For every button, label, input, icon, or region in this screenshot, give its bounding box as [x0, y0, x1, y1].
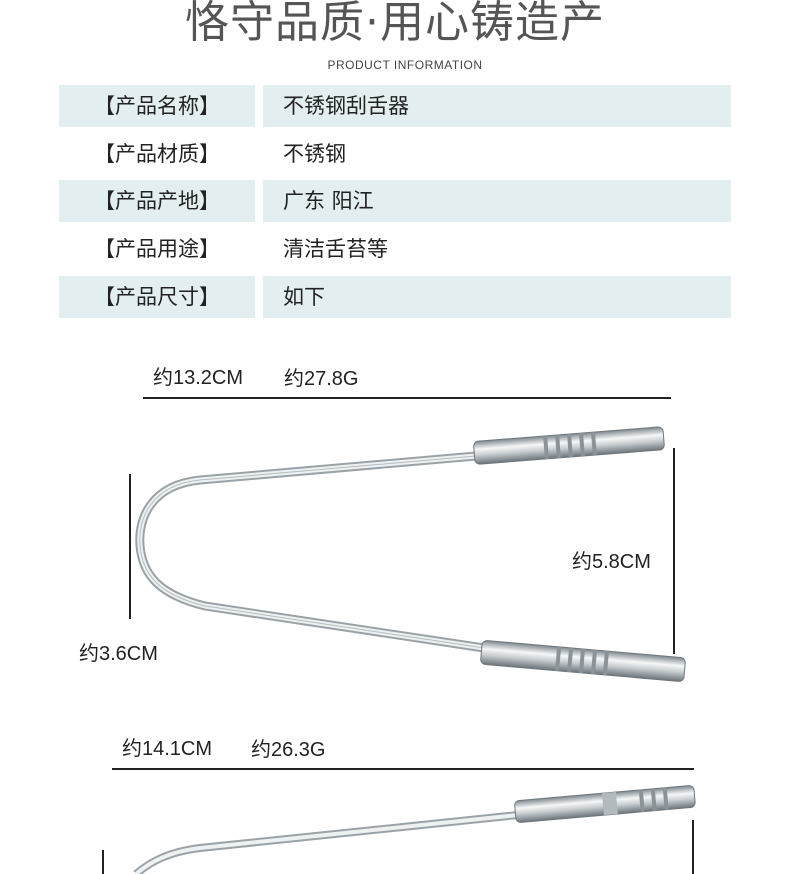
tongue-scraper-image-2 [133, 785, 696, 874]
product1-length-label: 约13.2CM [153, 367, 244, 389]
spec-value: 清洁舌苔等 [283, 237, 388, 261]
spec-label: 【产品尺寸】 [59, 276, 255, 318]
product1-height-label: 约5.8CM [572, 551, 651, 573]
spec-value: 如下 [263, 276, 731, 318]
spec-value: 不锈钢刮舌器 [263, 85, 731, 127]
page-subtitle: PRODUCT INFORMATION [327, 58, 483, 72]
spec-label: 【产品名称】 [59, 85, 255, 127]
product2-width-line [102, 850, 104, 874]
product1-width-line [129, 474, 131, 619]
spec-label: 【产品产地】 [59, 180, 255, 222]
spec-label: 【产品材质】 [94, 142, 220, 166]
spec-row-usage: 【产品用途】 清洁舌苔等 [59, 228, 731, 270]
spec-row-name: 【产品名称】 不锈钢刮舌器 [59, 85, 731, 127]
product1-weight-label: 约27.8G [284, 368, 359, 390]
product2-height-line [692, 820, 694, 874]
product1-width-label: 约3.6CM [79, 643, 158, 665]
spec-row-material: 【产品材质】 不锈钢 [59, 133, 731, 175]
product2-length-label: 约14.1CM [122, 738, 213, 760]
product2-weight-label: 约26.3G [251, 739, 326, 761]
page-title: 恪守品质·用心铸造产 [185, 0, 605, 48]
spec-value: 不锈钢 [283, 142, 346, 166]
tongue-scraper-image [135, 426, 686, 682]
product1-length-line [143, 397, 671, 399]
product2-length-line [112, 768, 694, 770]
spec-row-origin: 【产品产地】 广东 阳江 [59, 180, 731, 222]
spec-value: 广东 阳江 [263, 180, 731, 222]
spec-label: 【产品用途】 [94, 237, 220, 261]
product1-height-line [673, 448, 675, 654]
spec-row-size: 【产品尺寸】 如下 [59, 276, 731, 318]
